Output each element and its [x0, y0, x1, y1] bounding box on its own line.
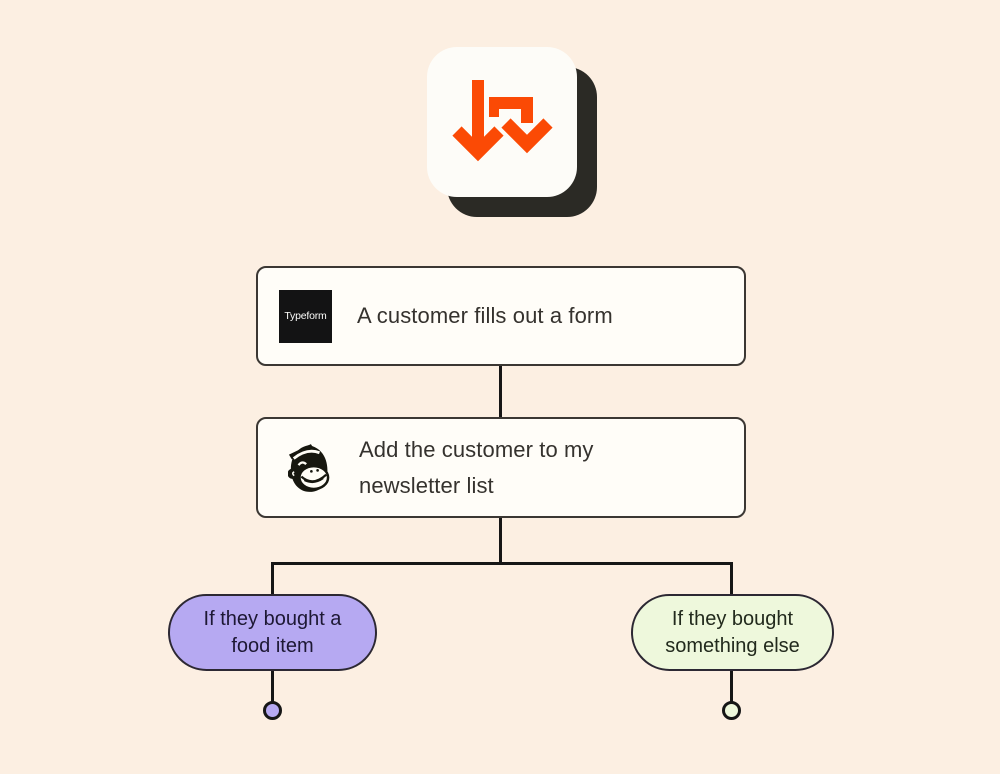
connector-branch-horizontal	[271, 562, 733, 565]
connector-left-tail	[271, 671, 274, 702]
connector-right-tail	[730, 671, 733, 702]
action-label-line2: newsletter list	[359, 472, 494, 498]
branch-left-line2: food item	[231, 634, 314, 657]
connector-trigger-action	[499, 366, 502, 417]
branch-pill-something-else[interactable]: If they bought something else	[631, 594, 834, 671]
step-card-trigger[interactable]: Typeform A customer fills out a form	[256, 266, 746, 366]
mailchimp-logo-icon	[288, 443, 330, 492]
connector-branch-stem	[499, 518, 502, 565]
branch-pill-food-item[interactable]: If they bought a food item	[168, 594, 377, 671]
trigger-label: A customer fills out a form	[357, 303, 613, 328]
step-card-action[interactable]: Add the customer to my newsletter list	[256, 417, 746, 518]
branch-left-line1: If they bought a	[203, 607, 342, 630]
branch-arrows-icon	[452, 80, 553, 162]
action-label: Add the customer to my newsletter list	[359, 432, 594, 504]
connector-branch-right-drop	[730, 562, 733, 596]
typeform-wordmark: Typeform	[284, 310, 327, 322]
endpoint-dot-left	[263, 701, 282, 720]
typeform-logo-icon: Typeform	[279, 289, 332, 343]
hero-icon-card	[427, 47, 577, 197]
connector-branch-left-drop	[271, 562, 274, 596]
endpoint-dot-right	[722, 701, 741, 720]
branch-right-line2: something else	[665, 634, 800, 657]
branch-right-line1: If they bought	[671, 607, 794, 630]
action-label-line1: Add the customer to my	[359, 436, 594, 462]
